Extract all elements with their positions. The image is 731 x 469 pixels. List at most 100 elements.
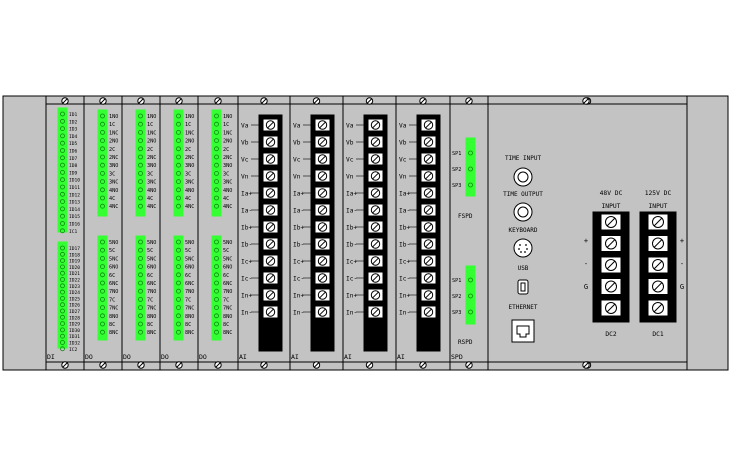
terminal-screw-icon (265, 239, 276, 249)
di-lower-terminal: ID17ID18ID19ID20ID21ID22ID23ID24ID25ID26… (57, 241, 80, 353)
pin-label: 5C (185, 248, 191, 254)
pin-hole (214, 203, 219, 209)
time-input-label: TIME INPUT (505, 155, 542, 162)
pin-label: 3C (109, 171, 115, 177)
pin-hole (60, 126, 65, 132)
pin-hole (214, 179, 219, 185)
pin-hole (60, 228, 65, 234)
screw-slot (267, 138, 274, 146)
polarity-mark: - (680, 260, 684, 268)
screw-slot (319, 240, 326, 248)
polarity-mark: + (680, 237, 684, 245)
terminal-screw-icon (265, 154, 276, 164)
module-label: AI (239, 353, 247, 361)
pin-hole (138, 264, 143, 270)
pin-label: Va (399, 123, 407, 130)
pin-label: SP3 (452, 310, 461, 316)
screw-slot (366, 98, 373, 104)
slot-top-screw-icon (465, 97, 473, 105)
pin-hole (100, 138, 105, 144)
pin-label: 8NO (223, 314, 232, 320)
terminal-screw-icon (423, 273, 434, 283)
pin-label: Vc (293, 157, 301, 164)
screw-slot (425, 223, 432, 231)
screw-slot (267, 223, 274, 231)
pin-label: Vc (346, 157, 354, 164)
pin-label: Ia+ (241, 191, 252, 198)
pin-hole (214, 313, 219, 319)
pin-label: 8NO (147, 314, 156, 320)
pin-label: 2NO (185, 139, 194, 145)
pin-hole (100, 280, 105, 286)
pin-hole (60, 270, 65, 276)
pin-label: SP2 (452, 294, 461, 300)
polarity-mark: G (584, 283, 588, 291)
pin-hole (138, 146, 143, 152)
pin-hole (60, 340, 65, 345)
slot-top-screw-icon (260, 97, 268, 105)
pin-hole (176, 154, 181, 160)
pin-label: 2NC (223, 155, 232, 161)
pin-hole (138, 179, 143, 185)
pin-label: ID8 (69, 163, 78, 169)
pin-hole (176, 146, 181, 152)
pin-hole (100, 247, 105, 253)
bnc-outer (513, 167, 533, 187)
screw-slot (372, 308, 379, 316)
terminal-screw-icon (423, 137, 434, 147)
pin-label: 4C (223, 196, 229, 202)
slot-top-screw-icon (365, 97, 374, 105)
pin-label: 8C (147, 322, 153, 328)
pin-hole (214, 264, 219, 270)
pin-label: 7C (109, 297, 115, 303)
screw-slot (319, 138, 326, 146)
pin-hole (100, 187, 105, 193)
pin-label: 1NC (185, 130, 194, 136)
pin-hole (138, 247, 143, 253)
screw-slot (319, 223, 326, 231)
pin-hole (468, 182, 473, 188)
pin-label: 8NC (185, 330, 194, 336)
pin-hole (100, 113, 105, 119)
terminal-screw-icon (265, 273, 276, 283)
terminal-screw-icon (423, 222, 434, 232)
screw-slot (372, 206, 379, 214)
screw-slot (425, 138, 432, 146)
screw-slot (606, 239, 616, 248)
pin-label: ID22 (69, 278, 80, 284)
pin-hole (214, 247, 219, 253)
pin-label: Ia- (399, 208, 410, 215)
screw-slot (319, 257, 326, 265)
pin-hole (60, 289, 65, 295)
pin-hole (60, 148, 65, 153)
pin-label: ID25 (69, 296, 80, 302)
pin-label: Vb (399, 140, 407, 147)
pin-hole (60, 221, 65, 226)
terminal-screw-icon (423, 188, 434, 198)
pin-hole (176, 239, 181, 245)
screw-slot (372, 223, 379, 231)
pin-hole (138, 239, 143, 245)
pin-hole (214, 272, 219, 278)
pin-label: Ia- (241, 208, 252, 215)
pin-hole (138, 203, 143, 209)
pin-label: Ib+ (346, 225, 357, 232)
pin-label: SP3 (452, 183, 461, 189)
pin-label: 1NO (185, 114, 194, 120)
pin-label: 2C (109, 147, 115, 153)
pin-hole (138, 121, 143, 127)
di-upper-terminal: ID1ID2ID3ID4ID5ID6ID7ID8ID9ID10ID11ID12I… (57, 107, 80, 235)
pin-hole (100, 272, 105, 278)
pin-hole (60, 155, 65, 161)
pin-hole (60, 111, 65, 117)
pin-label: ID28 (69, 315, 80, 321)
pin-hole (214, 305, 219, 311)
slot-top-screw-icon (137, 97, 145, 105)
power-label: DC1 (652, 331, 664, 338)
slot-top-screw-icon (99, 97, 107, 105)
pin-label: 5NC (147, 256, 156, 262)
pin-label: ID20 (69, 265, 80, 271)
